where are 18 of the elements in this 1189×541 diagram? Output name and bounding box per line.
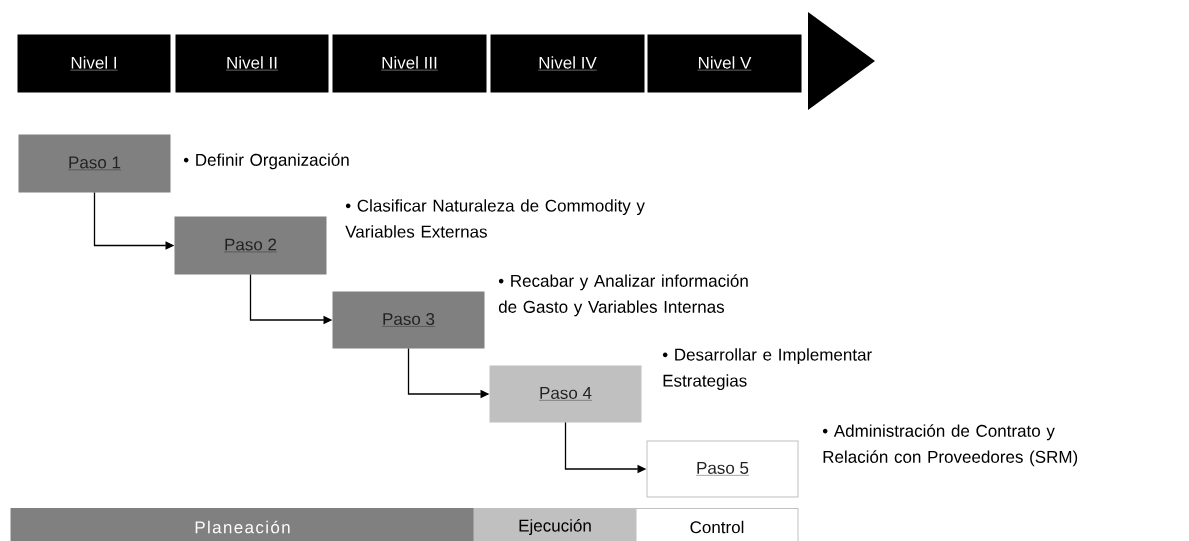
step-box: Paso 2 bbox=[174, 216, 327, 275]
phase-band: Ejecución bbox=[473, 508, 637, 541]
step-box: Paso 5 bbox=[646, 440, 799, 498]
level-box: Nivel III bbox=[332, 34, 487, 93]
step-box: Paso 4 bbox=[489, 365, 642, 423]
bullet-text: • Recabar y Analizar información de Gasto y Variables Internas bbox=[498, 274, 748, 317]
level-box: Nivel IV bbox=[490, 34, 645, 93]
phase-band: Planeación bbox=[10, 508, 475, 541]
bullet-text: • Desarrollar e Implementar Estrategias bbox=[662, 348, 872, 391]
level-box: Nivel I bbox=[17, 34, 171, 93]
bullet-text: • Administración de Contrato y Relación con Proveedores (SRM) bbox=[822, 424, 1078, 467]
level-box: Nivel V bbox=[647, 34, 802, 93]
bullet-text: • Definir Organización bbox=[183, 153, 349, 170]
bullet-text: • Clasificar Naturaleza de Commodity y Variables Externas bbox=[345, 199, 645, 238]
phase-band: Control bbox=[635, 508, 799, 541]
level-box: Nivel II bbox=[175, 34, 329, 93]
step-box: Paso 3 bbox=[332, 291, 485, 349]
step-box: Paso 1 bbox=[18, 134, 171, 193]
